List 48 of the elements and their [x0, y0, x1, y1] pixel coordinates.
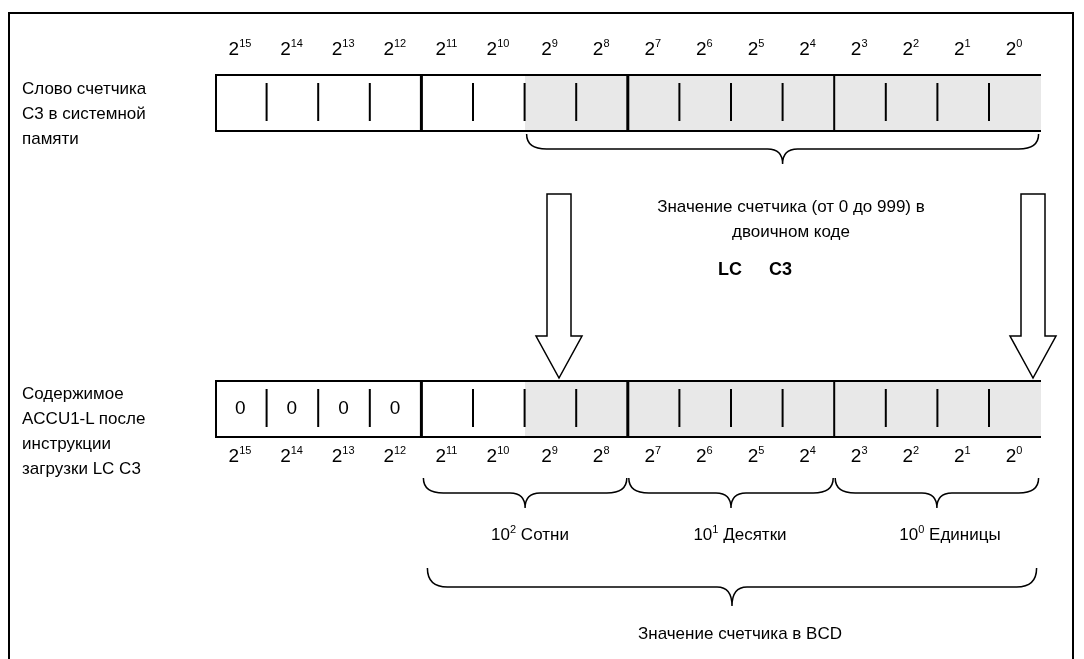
bit-weight: 2$^{1}$ — [953, 38, 972, 60]
bit-weight: 2$^{12}$ — [382, 445, 408, 467]
bit-weight: 2$^{14}$ — [279, 38, 304, 60]
bit-weight: 2$^{7}$ — [643, 445, 663, 467]
decade-label: 10$^{2}$ Сотни — [490, 524, 570, 546]
bit-weight: 2$^{3}$ — [849, 445, 869, 467]
register-box — [215, 74, 1041, 132]
bit-weight: 2$^{1}$ — [953, 445, 972, 467]
bit-weight: 2$^{3}$ — [849, 38, 869, 60]
bit-weight: 2$^{2}$ — [901, 38, 921, 60]
bit-weight: 2$^{8}$ — [591, 38, 611, 60]
bit-weight: 2$^{8}$ — [591, 445, 611, 467]
bit-weight: 2$^{9}$ — [540, 445, 559, 467]
bit-weight: 2$^{5}$ — [746, 38, 766, 60]
bit-weight: 2$^{9}$ — [540, 38, 559, 60]
row-label: Содержимое ACCU1-L после инструкции загрузки LC C3 — [22, 383, 147, 480]
arrow — [534, 193, 584, 380]
brace-label: Значение счетчика в BCD — [637, 623, 843, 645]
bit-weight: 2$^{13}$ — [330, 445, 356, 467]
bit-weight: 2$^{5}$ — [746, 445, 766, 467]
bit-weight: 2$^{10}$ — [485, 445, 511, 467]
arrow — [1008, 193, 1058, 380]
bit-weight: 2$^{11}$ — [434, 38, 459, 60]
bit-weight: 2$^{0}$ — [1004, 445, 1024, 467]
bit-value: 0 — [286, 397, 298, 419]
bit-weight: 2$^{4}$ — [798, 38, 817, 60]
bit-value: 0 — [235, 397, 246, 419]
bit-weight: 2$^{6}$ — [695, 38, 714, 60]
bit-value: 0 — [389, 397, 401, 419]
bit-weight: 2$^{14}$ — [279, 445, 304, 467]
decade-label: 10$^{1}$ Десятки — [692, 524, 788, 546]
bit-weight: 2$^{7}$ — [643, 38, 663, 60]
row-label: Слово счетчика C3 в системной памяти — [22, 78, 148, 150]
bit-value: 0 — [338, 397, 349, 419]
bit-weight: 2$^{15}$ — [227, 38, 253, 60]
bit-weight: 2$^{4}$ — [798, 445, 817, 467]
bit-weight: 2$^{6}$ — [695, 445, 714, 467]
bit-weight: 2$^{2}$ — [901, 445, 921, 467]
brace-label: Значение счетчика (от 0 до 999) в двоичном коде — [656, 196, 926, 243]
bit-weight: 2$^{10}$ — [485, 38, 511, 60]
bit-weight: 2$^{13}$ — [330, 38, 356, 60]
bit-weight: 2$^{15}$ — [227, 445, 253, 467]
register-box — [215, 380, 1041, 438]
instruction-label: LC C3 — [717, 258, 793, 280]
bit-weight: 2$^{0}$ — [1004, 38, 1024, 60]
decade-label: 10$^{0}$ Единицы — [898, 524, 1002, 546]
bit-weight: 2$^{12}$ — [382, 38, 408, 60]
bit-weight: 2$^{11}$ — [434, 445, 459, 467]
